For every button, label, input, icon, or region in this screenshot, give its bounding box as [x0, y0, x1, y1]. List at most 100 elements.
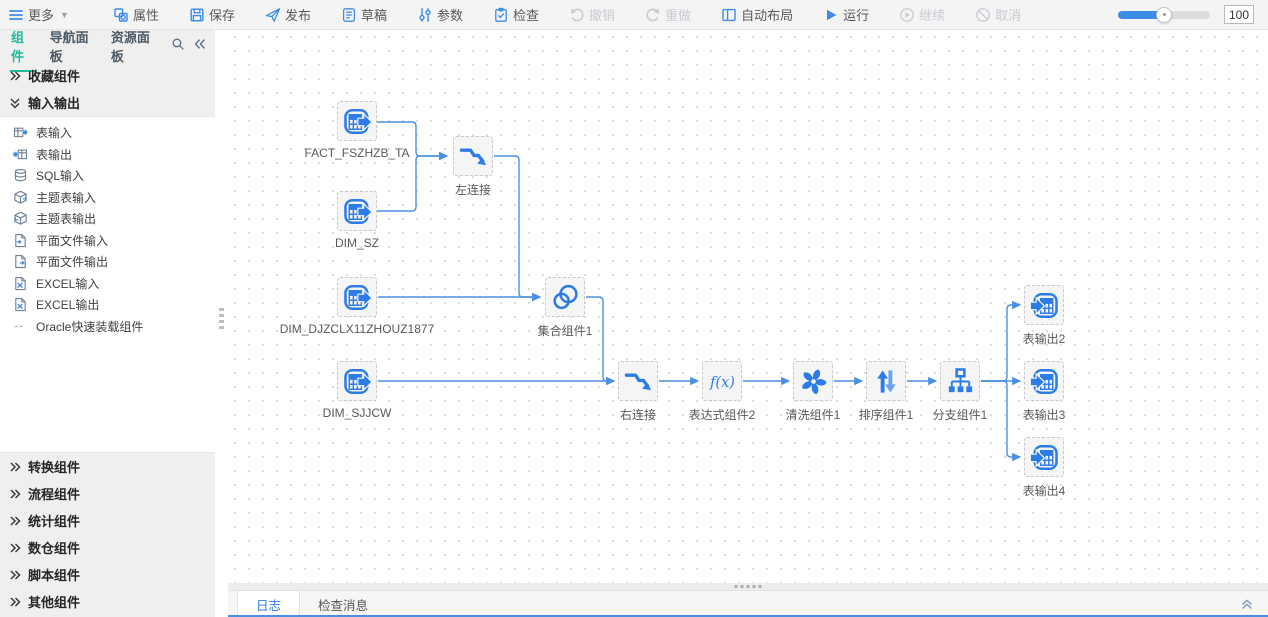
table-output-icon: [13, 147, 28, 162]
node-union-1-box[interactable]: [545, 277, 585, 317]
sidebar-section-warehouse[interactable]: 数仓组件: [0, 534, 215, 561]
oracle-loader-icon: [13, 319, 28, 334]
component-item[interactable]: 表输出: [0, 144, 215, 166]
svg-text:f(x): f(x): [709, 374, 735, 390]
toolbar-autolayout-button[interactable]: 自动布局: [721, 5, 793, 24]
search-icon[interactable]: [171, 37, 185, 56]
sidebar-section-script[interactable]: 脚本组件: [0, 561, 215, 588]
zoom-value-input[interactable]: [1224, 5, 1254, 24]
node-table-out-3-box[interactable]: [1024, 361, 1064, 401]
component-item-label: 主题表输出: [36, 212, 97, 227]
vertical-splitter-grip[interactable]: [219, 308, 224, 329]
properties-icon: [113, 7, 129, 23]
component-item[interactable]: Oracle快速装载组件: [0, 316, 215, 338]
node-left-join-label: 左连接: [454, 183, 492, 197]
toolbar-run-button[interactable]: 运行: [823, 5, 869, 24]
toolbar-run-label: 运行: [843, 8, 870, 23]
zoom-slider-handle[interactable]: [1156, 6, 1172, 23]
sidebar-tab-nav-panel[interactable]: 导航面板: [49, 30, 89, 64]
sidebar-section-favorites[interactable]: 收藏组件: [0, 62, 215, 89]
toolbar-autolayout-label: 自动布局: [741, 8, 794, 23]
toolbar-check-button[interactable]: 检查: [493, 5, 539, 24]
toolbar-publish-button[interactable]: 发布: [265, 5, 311, 24]
edge-branch-1-to-table-out-4[interactable]: [981, 380, 1022, 462]
sidebar-section-stats[interactable]: 统计组件: [0, 507, 215, 534]
node-table-out-2-box[interactable]: [1024, 285, 1064, 325]
edge-left-join-to-union-1[interactable]: [494, 155, 542, 302]
node-dim_sjjcw-box[interactable]: [337, 361, 377, 401]
expand-panel-icon[interactable]: [1240, 591, 1268, 617]
toolbar-continue-button: 继续: [899, 5, 945, 24]
chevron-collapsed-icon: [9, 488, 21, 500]
toolbar: 更多▼属性保存发布草稿参数检查撤销重做自动布局运行继续取消: [0, 0, 1268, 30]
publish-icon: [265, 7, 281, 23]
bottom-tab-log[interactable]: 日志: [237, 591, 301, 617]
node-sort-1-box[interactable]: [866, 361, 906, 401]
bottom-tab-check[interactable]: 检查消息: [318, 598, 369, 613]
collapse-sidebar-icon[interactable]: [193, 37, 207, 56]
bottom-panel-tabs: 日志 检查消息: [228, 591, 386, 617]
table-output-icon: [1029, 366, 1060, 397]
component-item-label: 平面文件输出: [36, 255, 109, 270]
cancel-icon: [975, 7, 991, 23]
node-table-out-4-box[interactable]: [1024, 437, 1064, 477]
join-icon: [623, 366, 654, 397]
toolbar-draft-button[interactable]: 草稿: [341, 5, 387, 24]
horizontal-splitter[interactable]: [228, 583, 1268, 590]
node-clean-1-box[interactable]: [793, 361, 833, 401]
sidebar-section-io[interactable]: 输入输出: [0, 89, 215, 116]
sidebar-section-flow[interactable]: 流程组件: [0, 480, 215, 507]
vertical-splitter[interactable]: [215, 30, 228, 583]
node-table-out-2-label: 表输出2: [1022, 332, 1066, 346]
sidebar-section-other[interactable]: 其他组件: [0, 588, 215, 615]
node-dim_sz-label: DIM_SZ: [334, 236, 380, 250]
node-right-join-box[interactable]: [618, 361, 658, 401]
chevron-expanded-icon: [9, 97, 21, 109]
node-dim_sjjcw-label: DIM_SJJCW: [322, 406, 392, 420]
node-left-join-box[interactable]: [453, 136, 493, 176]
edge-dim_sz-to-left-join[interactable]: [377, 151, 449, 212]
toolbar-properties-button[interactable]: 属性: [113, 5, 159, 24]
node-table-out-3-label: 表输出3: [1022, 408, 1066, 422]
flat-file-input-icon: [13, 233, 28, 248]
toolbar-save-button[interactable]: 保存: [189, 5, 235, 24]
toolbar-more-button[interactable]: 更多▼: [8, 5, 69, 24]
menu-icon: [8, 7, 24, 23]
fx-icon: f(x): [707, 366, 738, 397]
component-item-label: 表输入: [36, 126, 73, 141]
node-expr-2-box[interactable]: f(x): [702, 361, 742, 401]
sort-icon: [871, 366, 902, 397]
component-item[interactable]: 平面文件输出: [0, 251, 215, 273]
edge-union-1-to-right-join[interactable]: [586, 296, 616, 386]
node-dim_sz-box[interactable]: [337, 191, 377, 231]
toolbar-redo-label: 重做: [665, 8, 692, 23]
sidebar-section-transform[interactable]: 转换组件: [0, 453, 215, 480]
sidebar-tab-components[interactable]: 组件: [10, 20, 35, 72]
component-item[interactable]: 平面文件输入: [0, 230, 215, 252]
toolbar-zoom-controls: [1118, 5, 1268, 24]
zoom-slider[interactable]: [1118, 6, 1210, 23]
component-item[interactable]: 主题表输入: [0, 187, 215, 209]
toolbar-params-button[interactable]: 参数: [417, 5, 463, 24]
sidebar-tab-res-panel[interactable]: 资源面板: [110, 30, 150, 64]
toolbar-cancel-button: 取消: [975, 5, 1021, 24]
chevron-collapsed-icon: [9, 70, 21, 82]
horizontal-splitter-grip[interactable]: [734, 585, 762, 588]
component-item[interactable]: 主题表输出: [0, 208, 215, 230]
node-dim_djzclx-box[interactable]: [337, 277, 377, 317]
node-table-out-4-label: 表输出4: [1022, 484, 1066, 498]
component-item-label: 主题表输入: [36, 190, 97, 205]
node-branch-1-box[interactable]: [940, 361, 980, 401]
component-item-label: Oracle快速装载组件: [36, 319, 144, 334]
component-item[interactable]: 表输入: [0, 122, 215, 144]
component-item[interactable]: SQL输入: [0, 165, 215, 187]
sidebar-tab-tools: [171, 37, 215, 56]
node-fact_fszhzb_ta-box[interactable]: [337, 101, 377, 141]
branch-icon: [945, 366, 976, 397]
edge-branch-1-to-table-out-2[interactable]: [981, 300, 1022, 382]
component-item[interactable]: EXCEL输入: [0, 273, 215, 295]
component-item[interactable]: EXCEL输出: [0, 294, 215, 316]
zoom-slider-fill: [1118, 10, 1164, 19]
toolbar-save-label: 保存: [208, 8, 235, 23]
